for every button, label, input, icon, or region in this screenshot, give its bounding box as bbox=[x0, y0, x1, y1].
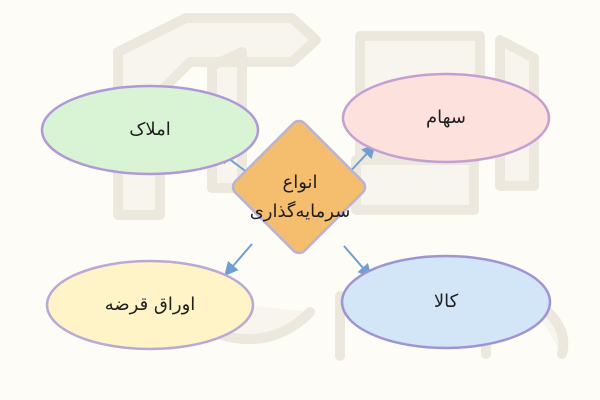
label-kala: کالا bbox=[433, 290, 459, 312]
label-owragh-gharzeh: اوراق قرضه bbox=[104, 293, 196, 315]
label-saham: سهام bbox=[425, 106, 467, 128]
node-saham bbox=[341, 72, 551, 164]
node-amlak bbox=[40, 84, 260, 176]
connector-arrow-bottom-right bbox=[343, 245, 372, 279]
node-center-diamond bbox=[231, 119, 367, 255]
center-label-line-2: سرمایه‌گذاری bbox=[249, 201, 351, 222]
connector-arrow-bottom-left bbox=[224, 243, 253, 277]
center-label-line-1: انواع bbox=[282, 172, 318, 194]
center-label: انواع سرمایه‌گذاری bbox=[230, 169, 370, 227]
node-owragh-gharzeh bbox=[45, 259, 255, 351]
node-kala bbox=[340, 254, 552, 350]
label-amlak: املاک bbox=[129, 118, 171, 140]
